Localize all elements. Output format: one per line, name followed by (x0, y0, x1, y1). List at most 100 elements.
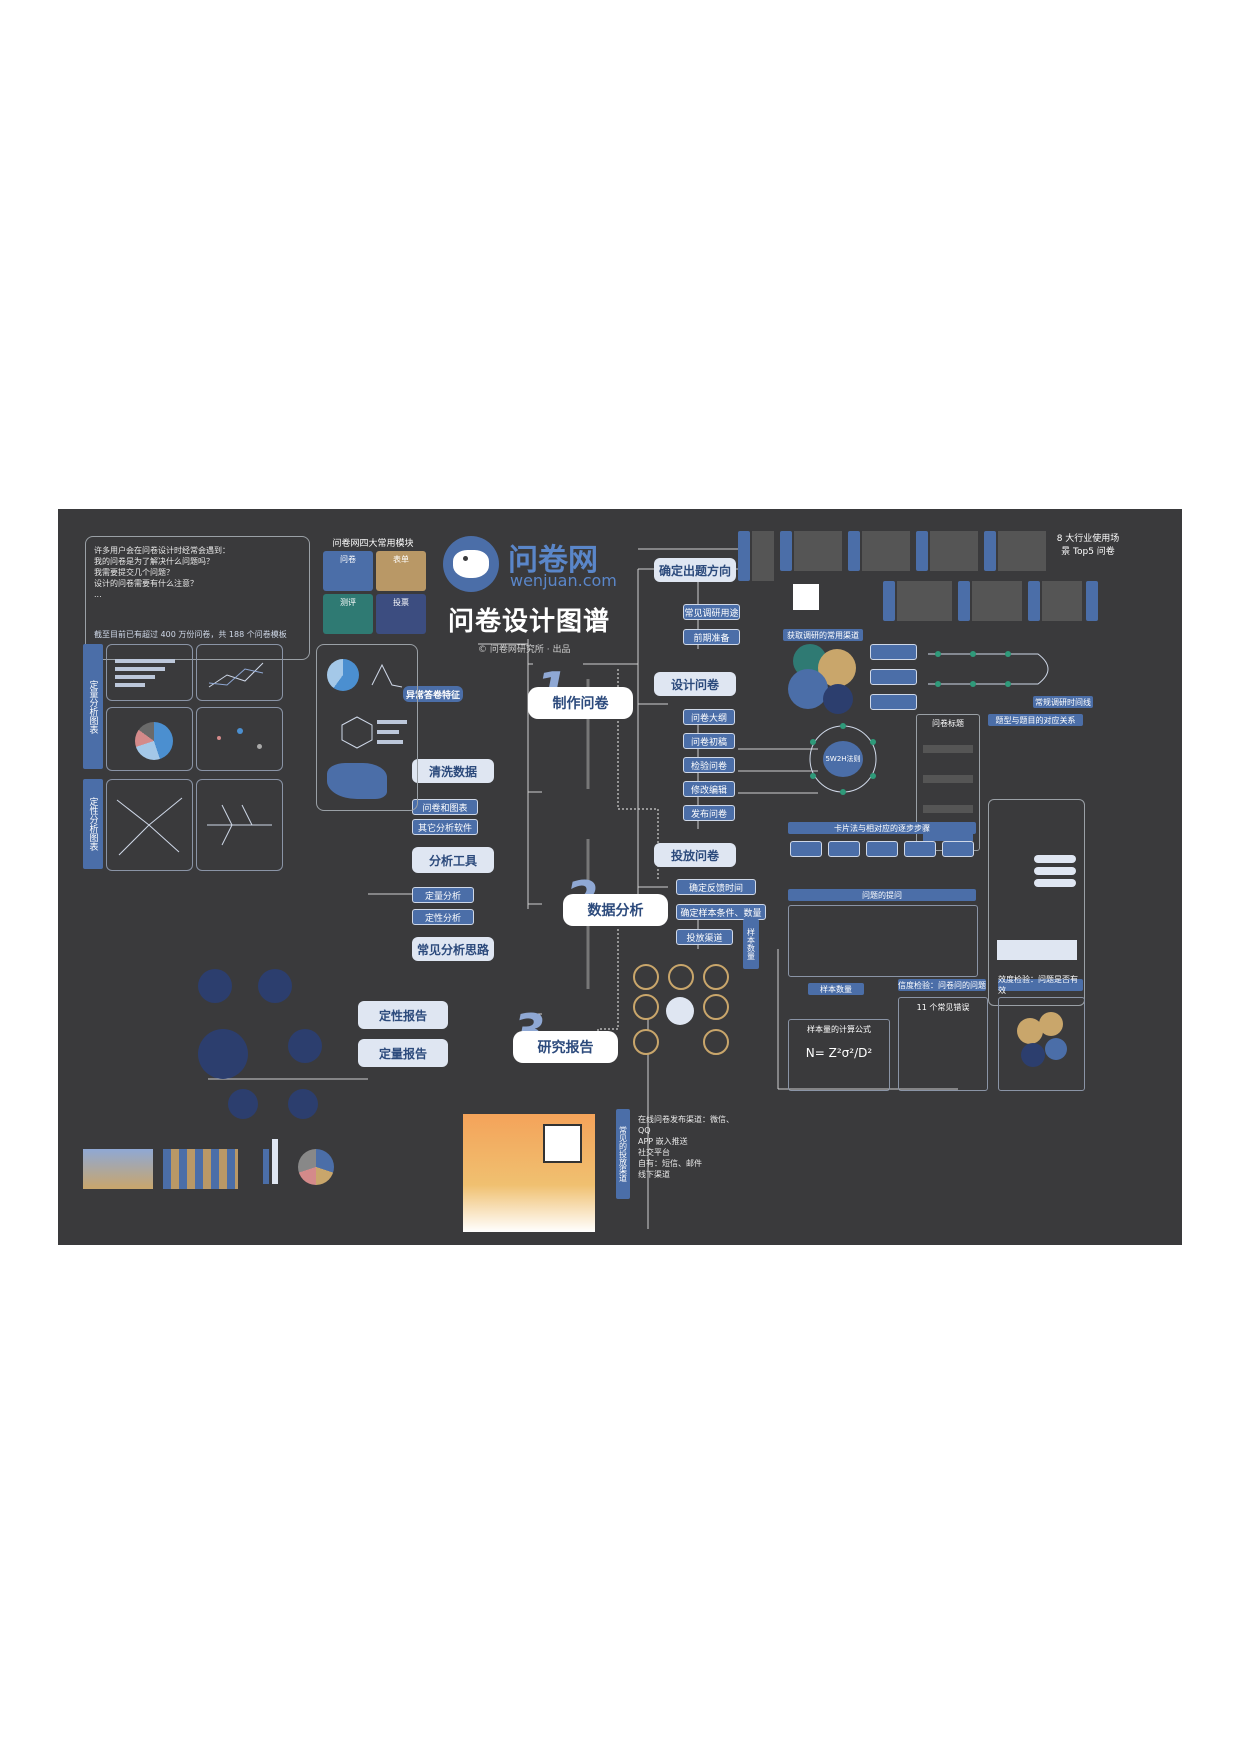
ring-node (703, 994, 729, 1020)
channel-text: APP 嵌入推送 (638, 1137, 688, 1146)
node-other-software[interactable]: 其它分析软件 (412, 819, 478, 835)
scenario-text (998, 531, 1046, 571)
logo-domain: wenjuan.com (510, 571, 617, 590)
node-publish[interactable]: 发布问卷 (683, 805, 735, 821)
errors-title: 11 个常见错误 (916, 1003, 970, 1012)
node-feedback-time[interactable]: 确定反馈时间 (676, 879, 756, 895)
ring-node (633, 1029, 659, 1055)
method-chip[interactable] (870, 644, 917, 660)
method-chip[interactable] (870, 694, 917, 710)
modules-heading: 问卷网四大常用模块 (332, 539, 414, 549)
logo-text: 问卷网 (508, 543, 598, 578)
scenario-tab (984, 531, 996, 571)
node-common-uses[interactable]: 常见调研用途 (683, 604, 740, 620)
analysis-charts-box (316, 644, 418, 811)
module-label: 问卷 (340, 555, 356, 564)
page-title: 问卷设计图谱 (448, 607, 611, 637)
node-sample-conditions[interactable]: 确定样本条件、数量 (676, 904, 766, 920)
node-design-survey[interactable]: 设计问卷 (654, 672, 736, 696)
intro-line-5: ... (94, 590, 102, 599)
node-qualitative[interactable]: 定性分析 (412, 909, 474, 925)
scenario-text (1042, 581, 1082, 621)
intro-stats: 截至目前已有超过 400 万份问卷，共 188 个问卷模板 (94, 630, 287, 639)
brainstorm-node (288, 1029, 322, 1063)
chart-card-pie (106, 707, 193, 771)
node-data-analysis[interactable]: 数据分析 (563, 894, 668, 926)
scenario-text (930, 531, 978, 571)
sample-banner: 样本数量 (808, 983, 864, 995)
module-form[interactable]: 表单 (376, 551, 426, 591)
stream-chart (83, 1149, 153, 1189)
formula-subtitle: 样本量的计算公式 (807, 1025, 871, 1034)
module-questionnaire[interactable]: 问卷 (323, 551, 373, 591)
questions-card (788, 905, 978, 977)
node-survey-chart[interactable]: 问卷和图表 (412, 799, 478, 815)
timeline (928, 651, 1049, 687)
node-direction[interactable]: 确定出题方向 (654, 558, 736, 582)
node-preparation[interactable]: 前期准备 (683, 629, 740, 645)
scenario-text (897, 581, 952, 621)
node-analysis-tools[interactable]: 分析工具 (412, 847, 494, 873)
validity-card (998, 997, 1085, 1091)
module-vote[interactable]: 投票 (376, 594, 426, 634)
ring-node (703, 964, 729, 990)
user-icon (666, 997, 694, 1025)
channel-text: 自有：短信、邮件 (638, 1159, 702, 1168)
brainstorm-node (288, 1089, 318, 1119)
survey-mock-title: 问卷标题 (932, 719, 964, 728)
donut-chart (298, 1149, 334, 1185)
chart-card-fishbone (196, 779, 283, 871)
intro-line-1: 许多用户会在问卷设计时经常会遇到： (94, 546, 230, 555)
node-abnormal[interactable]: 异常答卷特征 (403, 686, 463, 702)
module-label: 投票 (393, 598, 409, 607)
scenario-text (972, 581, 1022, 621)
wh-center: 5W2H法则 (823, 741, 863, 777)
module-label: 表单 (393, 555, 409, 564)
method-chip[interactable] (870, 669, 917, 685)
node-edit[interactable]: 修改编辑 (683, 781, 735, 797)
formula: N= Z²σ²/D² (805, 1046, 873, 1060)
channels-tab: 常见的投放渠道 (616, 1109, 630, 1199)
node-check[interactable]: 检验问卷 (683, 757, 735, 773)
channel-text: 在线问卷发布渠道：微信、QQ (638, 1115, 734, 1135)
questions-banner: 问题的提问 (788, 889, 976, 901)
node-quantitative[interactable]: 定量分析 (412, 887, 474, 903)
scenario-tab (883, 581, 895, 621)
node-outline[interactable]: 问卷大纲 (683, 709, 735, 725)
scenario-tab (1028, 581, 1040, 621)
poster: 许多用户会在问卷设计时经常会遇到： 我的问卷是为了解决什么问题吗？ 我需要提交几… (58, 509, 1182, 1245)
question-type-title: 题型与题目的对应关系 (988, 714, 1083, 726)
chart-card-scatter (196, 707, 283, 771)
node-channels[interactable]: 投放渠道 (676, 929, 733, 945)
ring-node (633, 964, 659, 990)
node-research-report[interactable]: 研究报告 (513, 1031, 618, 1063)
node-clean-data[interactable]: 清洗数据 (412, 759, 494, 783)
scenario-tab (916, 531, 928, 571)
node-common-thinking[interactable]: 常见分析思路 (412, 937, 494, 961)
bar-mark (263, 1149, 269, 1184)
brainstorm-node (258, 969, 292, 1003)
node-distribute[interactable]: 投放问卷 (654, 843, 736, 867)
errors-card: 11 个常见错误 (898, 997, 988, 1091)
stage-step (904, 841, 936, 857)
bar-mark (272, 1139, 278, 1184)
check2-banner: 效度检验：问题是否有效 (998, 975, 1083, 995)
scenario-tab (780, 531, 792, 571)
node-make-survey[interactable]: 制作问卷 (528, 687, 633, 719)
module-assessment[interactable]: 测评 (323, 594, 373, 634)
node-draft[interactable]: 问卷初稿 (683, 733, 735, 749)
scenario-tab (958, 581, 970, 621)
formula-card: 样本量的计算公式 N= Z²σ²/D² (788, 1019, 890, 1091)
chart-card-bars (106, 644, 193, 701)
sample-tab: 样本数量 (743, 919, 759, 969)
node-qualitative-report[interactable]: 定性报告 (358, 1001, 448, 1029)
stage-step (942, 841, 974, 857)
often-used-banner: 常规调研时间线 (1033, 696, 1093, 708)
wh-ring (809, 723, 877, 795)
intro-line-3: 我需要提交几个问题？ (94, 568, 174, 577)
ring-node (633, 994, 659, 1020)
ring-node (668, 964, 694, 990)
intro-line-4: 设计的问卷需要有什么注意？ (94, 579, 198, 588)
node-quantitative-report[interactable]: 定量报告 (358, 1039, 448, 1067)
stages-banner: 卡片法与相对应的逐步步骤 (788, 822, 976, 834)
